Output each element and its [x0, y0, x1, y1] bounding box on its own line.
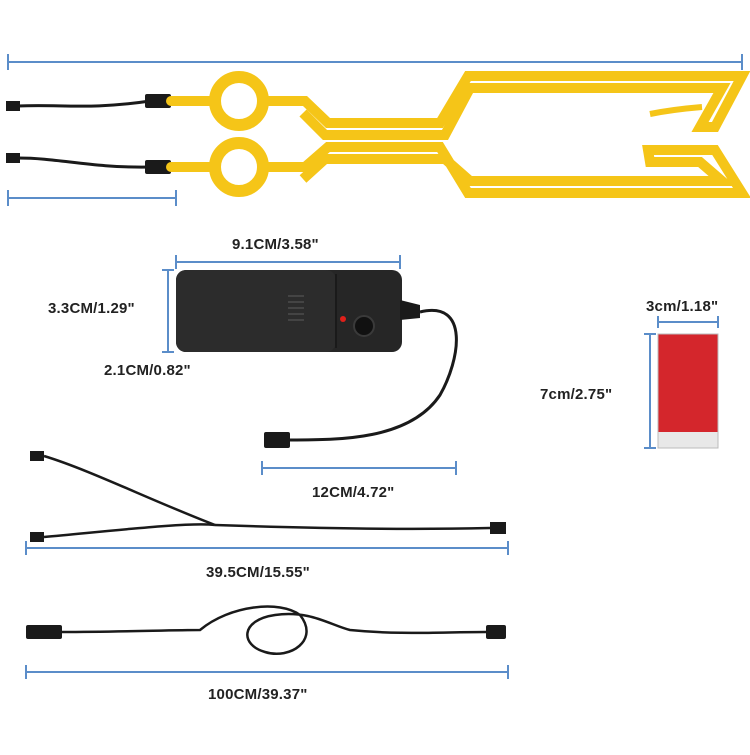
- inverter-width-label: 9.1CM/3.58": [232, 236, 319, 253]
- tape-width-label: 3cm/1.18": [646, 298, 719, 315]
- inverter-depth-label: 2.1CM/0.82": [104, 362, 191, 379]
- lead-length-dimension-line: [7, 190, 177, 206]
- power-button-icon: [353, 315, 375, 337]
- tape-width-dimension-line: [657, 316, 719, 328]
- inverter-width-dimension-line: [175, 255, 401, 269]
- extension-cable-label: 100CM/39.37": [208, 686, 308, 703]
- extension-cable: [26, 605, 506, 655]
- splitter-cable-dimension-line: [25, 541, 509, 555]
- overall-length-dimension-line: [7, 54, 743, 70]
- battery-cover-grip-icon: [288, 295, 304, 321]
- inverter-cable: [264, 308, 458, 448]
- inverter-height-label: 3.3CM/1.29": [48, 300, 135, 317]
- cable-connector: [264, 432, 290, 448]
- el-wire-strand-top: [6, 71, 750, 140]
- inverter-cable-dimension-line: [261, 461, 457, 475]
- splitter-cable: [30, 451, 506, 542]
- inverter-box: [176, 270, 420, 352]
- indicator-led-icon: [340, 316, 346, 322]
- extension-cable-dimension-line: [25, 665, 509, 679]
- tape-height-dimension-line: [644, 333, 656, 449]
- inverter-cable-label: 12CM/4.72": [312, 484, 395, 501]
- inverter-height-dimension-line: [162, 269, 174, 353]
- adhesive-tape: [657, 333, 719, 449]
- splitter-cable-label: 39.5CM/15.55": [206, 564, 310, 581]
- el-wire-strand-bottom: [6, 137, 750, 198]
- tape-height-label: 7cm/2.75": [540, 386, 613, 403]
